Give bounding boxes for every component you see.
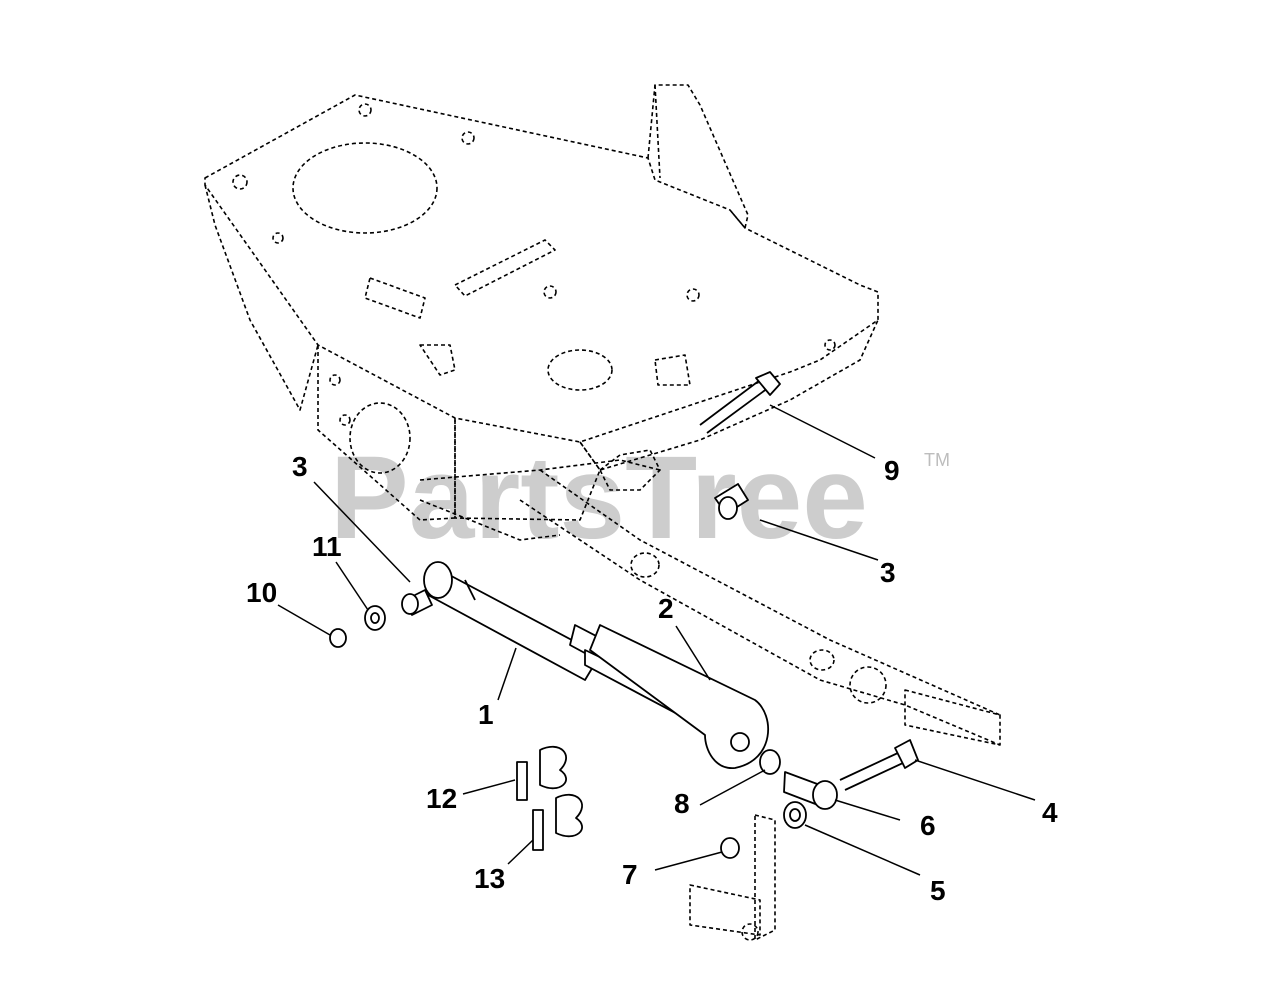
rod-end-6 bbox=[783, 771, 838, 810]
callout-2: 2 bbox=[658, 593, 674, 624]
spacer-3-upper bbox=[714, 483, 749, 520]
callout-12: 12 bbox=[426, 783, 457, 814]
watermark-text: PartsTree bbox=[330, 432, 868, 564]
callout-9: 9 bbox=[884, 455, 900, 486]
callout-1: 1 bbox=[478, 699, 494, 730]
clip-13 bbox=[532, 793, 583, 851]
washer-5 bbox=[783, 801, 807, 829]
lower-bracket bbox=[689, 814, 776, 941]
nut-8 bbox=[759, 749, 781, 775]
callout-13: 13 bbox=[474, 863, 505, 894]
leader-lines bbox=[277, 404, 1036, 876]
spacer-3-lower bbox=[401, 589, 433, 616]
nut-7 bbox=[720, 837, 740, 859]
callout-8: 8 bbox=[674, 788, 690, 819]
watermark-trademark: TM bbox=[924, 450, 950, 470]
callout-11: 11 bbox=[312, 531, 342, 562]
bolt-9 bbox=[699, 371, 781, 434]
clip-12 bbox=[516, 745, 567, 801]
callout-6: 6 bbox=[920, 810, 936, 841]
link-2 bbox=[589, 624, 769, 769]
washer-11 bbox=[364, 605, 386, 631]
callout-4: 4 bbox=[1042, 797, 1058, 828]
bolt-4 bbox=[839, 739, 919, 791]
callout-10: 10 bbox=[246, 577, 277, 608]
callout-3-left: 3 bbox=[292, 451, 308, 482]
callout-3-right: 3 bbox=[880, 557, 896, 588]
callout-7: 7 bbox=[622, 859, 638, 890]
frame bbox=[204, 84, 1001, 746]
callout-5: 5 bbox=[930, 875, 946, 906]
nut-10 bbox=[329, 628, 347, 648]
